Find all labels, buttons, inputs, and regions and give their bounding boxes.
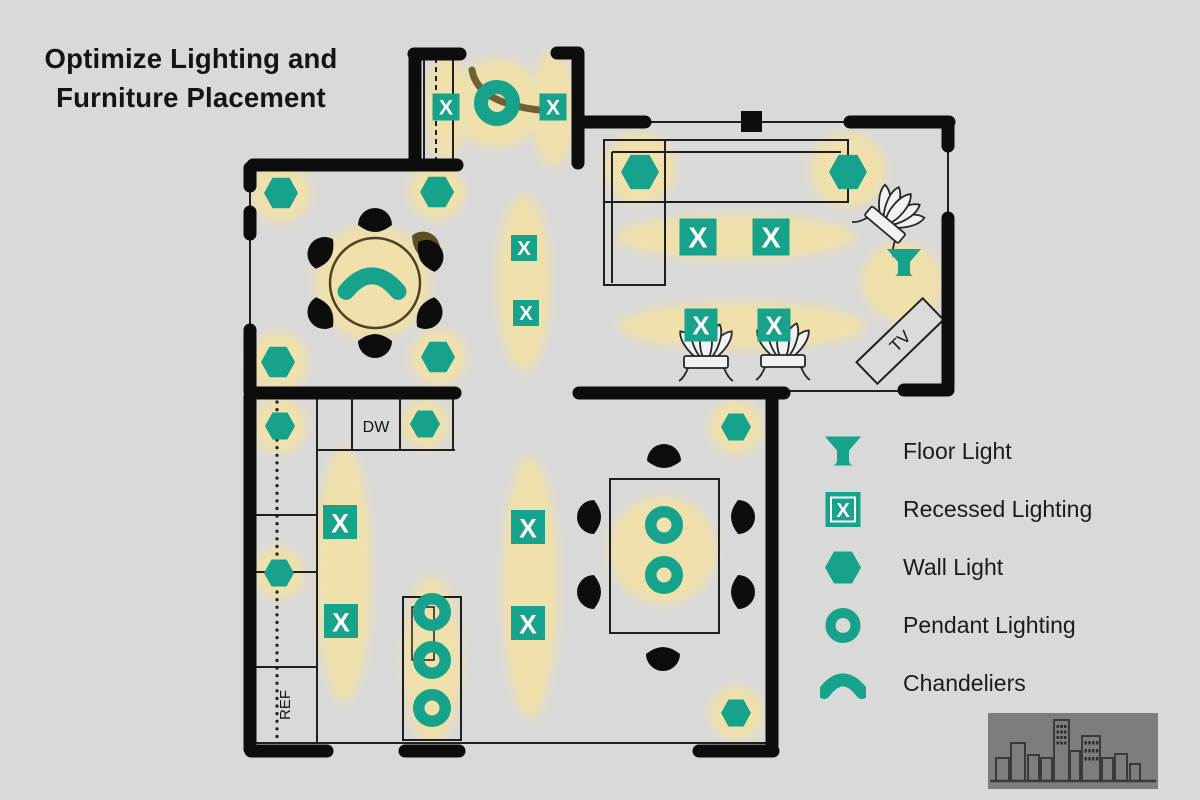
wall-light-icon	[621, 154, 659, 190]
wall-light-icon	[721, 413, 751, 441]
page-title-line2: Furniture Placement	[56, 81, 326, 113]
wall-light-icon	[825, 551, 861, 584]
recessed-lighting-icon: X	[511, 235, 537, 261]
pendant-lighting-icon	[645, 556, 683, 594]
legend-item-recessed-lighting: X Recessed Lighting	[820, 491, 1092, 528]
light-glow	[616, 214, 856, 260]
recessed-lighting-icon: X	[323, 505, 357, 539]
legend-label: Wall Light	[903, 554, 1004, 580]
chandelier-icon	[820, 673, 866, 699]
legend-item-pendant-lighting: Pendant Lighting	[820, 607, 1092, 644]
svg-text:X: X	[332, 607, 350, 637]
rect-dining-table	[609, 478, 720, 634]
svg-text:X: X	[519, 609, 537, 639]
wall-light-icon	[410, 410, 440, 438]
logo-windows	[1056, 725, 1099, 761]
wall-light-icon	[420, 176, 454, 208]
recessed-lighting-icon: X	[825, 492, 861, 527]
svg-text:X: X	[688, 222, 707, 254]
pendant-lighting-icon	[645, 506, 683, 544]
legend-item-floor-light: Floor Light	[820, 433, 1092, 470]
pendant-lighting-icon	[413, 641, 451, 679]
light-glow	[609, 496, 717, 604]
door-swing-arc	[468, 66, 555, 115]
legend-label: Chandeliers	[903, 670, 1026, 696]
floor-light-icon	[825, 436, 861, 466]
recessed-lighting-icon: X	[513, 300, 539, 326]
recessed-lighting-icon: X	[679, 218, 717, 256]
pendant-lighting-icon	[474, 80, 520, 126]
recessed-lighting-icon: X	[752, 218, 790, 256]
window-lines	[249, 121, 949, 744]
recessed-lighting-icon: X	[432, 93, 460, 121]
legend-label: Recessed Lighting	[903, 496, 1093, 522]
svg-text:X: X	[519, 303, 533, 325]
pendant-lighting-icon	[825, 608, 861, 643]
wall-light-icon	[261, 346, 295, 378]
light-icons-layer: X X X X X X X X X X X X	[261, 80, 921, 727]
wall-light-icon	[265, 412, 295, 440]
svg-text:X: X	[692, 312, 709, 340]
wall-light-icon	[829, 154, 867, 190]
walls	[243, 46, 956, 758]
pendant-lighting-icon	[413, 593, 451, 631]
legend-label: Floor Light	[903, 438, 1012, 464]
legend-item-chandeliers: Chandeliers	[820, 665, 1092, 702]
chandelier-icon	[337, 267, 407, 300]
recessed-lighting-icon: X	[511, 510, 545, 544]
recessed-lighting-icon: X	[539, 93, 567, 121]
legend: Floor Light X Recessed Lighting Wall Lig…	[820, 433, 1092, 702]
light-glow	[502, 456, 558, 718]
svg-text:X: X	[439, 97, 453, 120]
recessed-lighting-icon: X	[511, 606, 545, 640]
svg-text:X: X	[546, 97, 560, 120]
recessed-lighting-icon: X	[684, 308, 718, 342]
light-glow	[618, 302, 866, 350]
wall-light-icon	[421, 341, 455, 373]
svg-text:X: X	[519, 513, 537, 543]
wall-light-icon	[264, 559, 294, 587]
legend-item-wall-light: Wall Light	[820, 549, 1092, 586]
floor-light-icon	[887, 249, 921, 276]
wall-light-icon	[264, 177, 298, 209]
recessed-lighting-icon: X	[324, 604, 358, 638]
city-skyline-logo	[988, 713, 1158, 789]
round-dining-table	[328, 236, 422, 330]
refrigerator-label: REF	[277, 690, 294, 720]
svg-text:X: X	[836, 500, 850, 522]
wall-light-icon	[721, 699, 751, 727]
pendant-lighting-icon	[413, 689, 451, 727]
dishwasher-label: DW	[363, 419, 391, 436]
light-glow	[316, 446, 372, 702]
light-glow	[497, 195, 551, 371]
svg-text:X: X	[331, 508, 349, 538]
wall-column	[741, 111, 762, 132]
recessed-lighting-icon: X	[757, 308, 791, 342]
page-title: Optimize Lighting and Furniture Placemen…	[28, 40, 354, 117]
page-title-line1: Optimize Lighting and	[44, 43, 338, 74]
svg-text:X: X	[761, 222, 780, 254]
tv: TV	[855, 296, 945, 386]
legend-label: Pendant Lighting	[903, 612, 1076, 638]
svg-text:X: X	[517, 238, 531, 260]
svg-text:X: X	[765, 312, 782, 340]
